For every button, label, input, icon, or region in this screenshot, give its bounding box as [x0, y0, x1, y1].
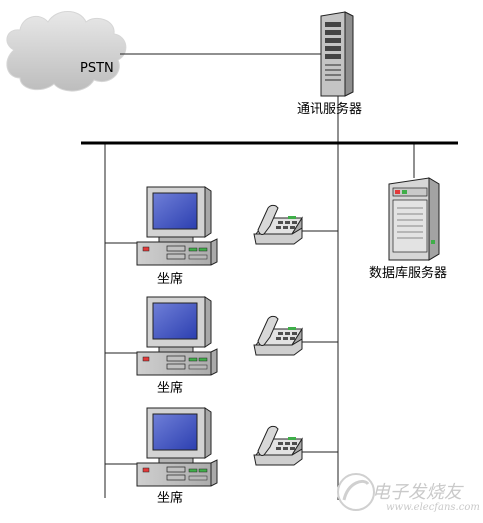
connection-lines [104, 53, 415, 500]
comm-server-icon [320, 11, 354, 97]
comm-server-label: 通讯服务器 [297, 102, 363, 117]
watermark-logo-icon [337, 473, 375, 511]
seat-label-2: 坐席 [157, 381, 184, 396]
telephone-icon [253, 204, 303, 245]
telephone-icon [253, 315, 303, 356]
telephone-icon [253, 425, 303, 466]
watermark-url: www.elecfans.com [386, 502, 480, 513]
pstn-cloud-icon [6, 11, 127, 92]
db-server-icon [388, 177, 440, 261]
computer-icon [136, 186, 218, 266]
seat-label-3: 坐席 [157, 491, 184, 506]
computer-icon [136, 296, 218, 376]
seat-label-1: 坐席 [157, 272, 184, 287]
db-server-label: 数据库服务器 [369, 266, 448, 281]
computer-icon [136, 407, 218, 487]
pstn-label: PSTN [80, 61, 114, 76]
watermark-text: 电子发烧友 [372, 482, 462, 503]
